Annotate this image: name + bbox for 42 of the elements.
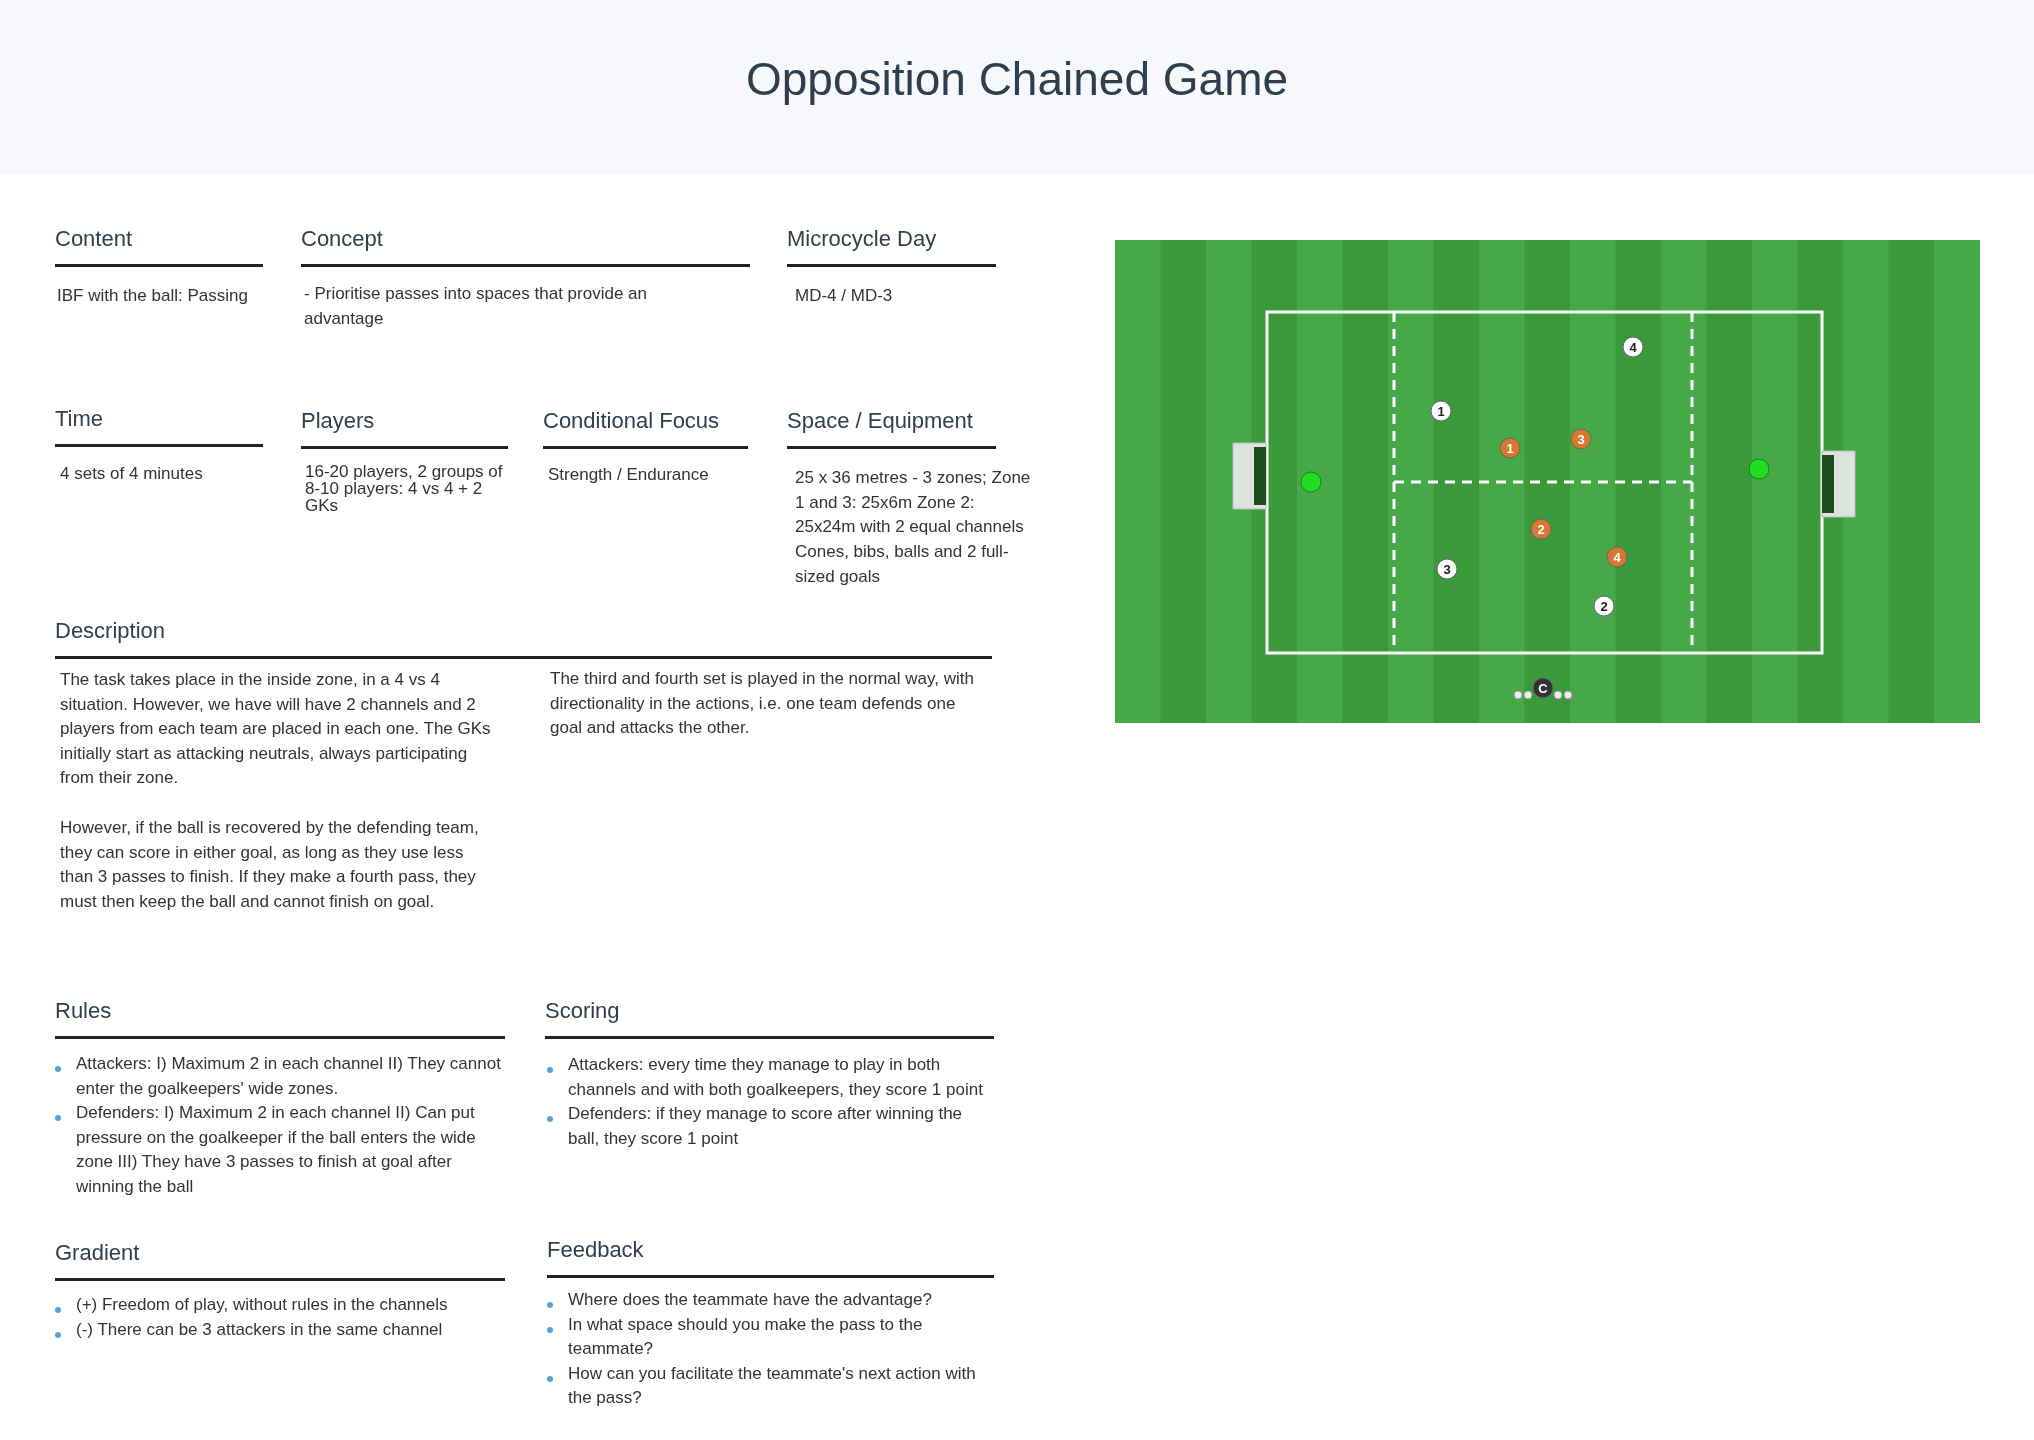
- section-text: Strength / Endurance: [548, 464, 710, 486]
- section-text: 25 x 36 metres - 3 zones; Zone 1 and 3: 25x6m Zone 2: 25x24m with 2 equal channels: [795, 467, 1032, 538]
- bullet-text: Attackers: every time they manage to play in both channels and with both goalkeepers, they score 1 point: [568, 1055, 983, 1099]
- player-marker: 2: [1593, 595, 1615, 617]
- description-paragraph: The task takes place in the inside zone, in a 4 vs 4 situation. However, we have will have 2 channels and 2 players from each team are placed in each one. The GKs initially start as attacking neutrals, always participating from their zone.: [60, 669, 492, 789]
- bullet-text: Defenders: if they manage to score after winning the ball, they score 1 point: [568, 1104, 963, 1148]
- section-heading: Scoring: [545, 998, 620, 1024]
- section-heading: Players: [301, 408, 375, 434]
- section-text: - Prioritise passes into spaces that provide an advantage: [304, 283, 648, 330]
- section-text: 16-20 players, 2 groups of 8-10 players: 4 vs 4 + 2 GKs: [305, 463, 504, 514]
- bullet-text: (-) There can be 3 attackers in the same channel: [76, 1319, 443, 1339]
- player-marker: 3: [1570, 428, 1592, 450]
- section-heading: Gradient: [55, 1240, 140, 1266]
- section-heading: Concept: [301, 226, 383, 252]
- section-heading: Feedback: [547, 1237, 644, 1263]
- bullet-text: (+) Freedom of play, without rules in the channels: [76, 1295, 448, 1314]
- section-text: MD-4 / MD-3: [795, 285, 894, 307]
- coach-marker: C: [1532, 677, 1554, 699]
- section-heading: Space / Equipment: [787, 408, 973, 434]
- page-title: Opposition Chained Game: [744, 52, 1290, 106]
- bullet-text: Where does the teammate have the advantage?: [568, 1290, 932, 1309]
- player-marker: 4: [1606, 546, 1628, 568]
- player-marker: 4: [1622, 336, 1644, 358]
- player-marker: 2: [1530, 518, 1552, 540]
- section-heading: Time: [55, 406, 104, 432]
- bullet-text: Defenders: I) Maximum 2 in each channel II) Can put pressure on the goalkeeper if the ball enters the wide zone III) They have 3 passes to finish at goal after winning the ball: [76, 1103, 476, 1196]
- description-paragraph: However, if the ball is recovered by the defending team, they can score in either goal, as long as they use less than 3 passes to finish. If they make a fourth pass, they must then keep the ball and cannot finish on goal.: [60, 817, 480, 913]
- section-heading: Conditional Focus: [543, 408, 720, 434]
- section-text: 4 sets of 4 minutes: [60, 463, 204, 485]
- player-marker: 1: [1430, 400, 1452, 422]
- player-marker: 1: [1499, 437, 1521, 459]
- section-heading: Rules: [55, 998, 112, 1024]
- section-heading: Content: [55, 226, 133, 252]
- bullet-text: In what space should you make the pass to the teammate?: [568, 1314, 923, 1358]
- section-text: IBF with the ball: Passing: [57, 285, 249, 307]
- bullet-text: Attackers: I) Maximum 2 in each channel II) They cannot enter the goalkeepers' wide zones.: [76, 1054, 501, 1098]
- player-marker: 3: [1436, 558, 1458, 580]
- section-heading: Microcycle Day: [787, 226, 937, 252]
- description-paragraph: The third and fourth set is played in the normal way, with directionality in the actions, i.e. one team defends one goal and attacks the other.: [550, 668, 975, 739]
- section-text: Cones, bibs, balls and 2 full-sized goals: [795, 541, 1010, 588]
- bullet-text: How can you facilitate the teammate's next action with the pass?: [568, 1363, 976, 1407]
- section-heading: Description: [55, 618, 166, 644]
